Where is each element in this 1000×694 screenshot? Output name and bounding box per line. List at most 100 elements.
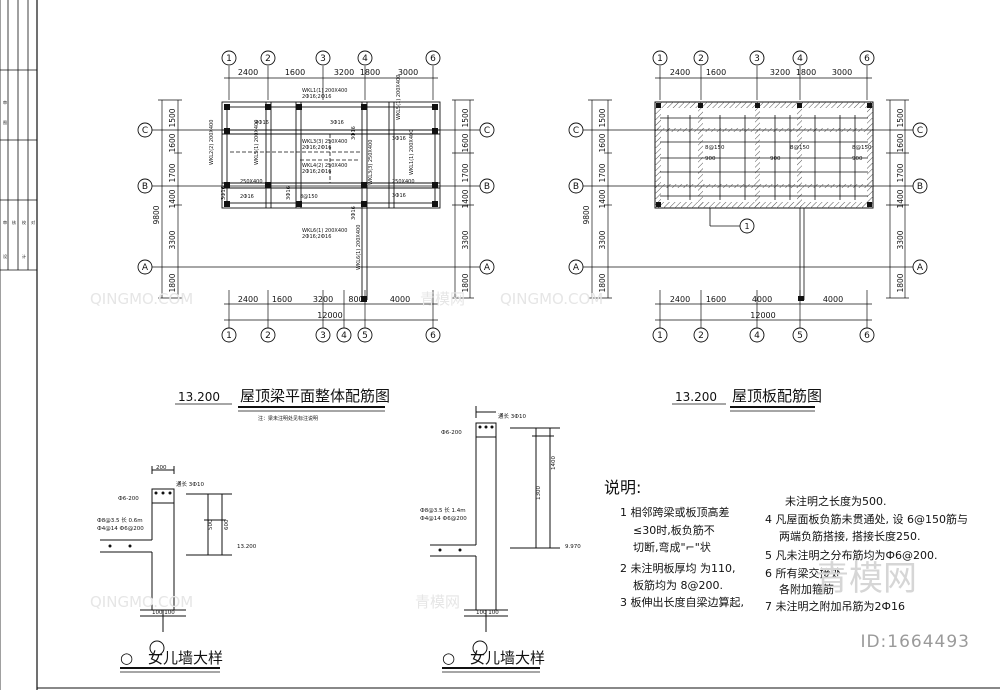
beam-label: WKL2(2) 200X400 (209, 120, 215, 165)
dim: 1600 (461, 133, 470, 152)
dim: 1600 (272, 295, 292, 304)
rebar-label: 900 (852, 156, 863, 162)
detail-dim: 100 100 (476, 610, 499, 616)
watermark: 青模网 (420, 290, 465, 308)
title-block-labels: 审 图 审 核 校 对 设 计 (3, 99, 35, 259)
note-line: 切断,弯成"⌐"状 (633, 540, 711, 554)
dim: 4000 (823, 295, 843, 304)
note-line: 2 未注明板厚均 为110, (620, 561, 735, 575)
axis-bubbles-top-2 (652, 50, 875, 66)
detail-dim: 100 100 (152, 610, 175, 616)
note-line: 7 未注明之附加吊筋为2Ф16 (765, 599, 905, 613)
dim: 1600 (168, 133, 177, 152)
axis-label: 1 (226, 54, 232, 64)
dim: 1400 (461, 189, 470, 208)
plan1-title-group: 13.200 屋顶梁平面整体配筋图 注：梁未注明处见标注说明 (175, 387, 390, 422)
detail-elev: 13.200 (237, 544, 257, 550)
beam-spec: 250X400 (392, 179, 415, 185)
rebar-label: 900 (705, 156, 716, 162)
axis-label: 4 (797, 54, 803, 64)
dim: 800 (348, 295, 363, 304)
parapet-detail-1: 200 Ф6-200 通长 3Ф10 Ф8@3.5 长 0.6m Ф4@14 Ф… (97, 465, 257, 673)
svg-text:○: ○ (120, 649, 133, 667)
dim: 2400 (238, 295, 258, 304)
dims-side-2: 1500 1600 1700 1400 3300 1800 9800 1500 … (582, 108, 905, 292)
note-line: 1 相邻跨梁或板顶高差 (620, 505, 730, 519)
axis-label: 5 (797, 331, 803, 341)
dims-side: 1500 1600 1700 1400 3300 1800 9800 1500 … (152, 108, 470, 292)
beam-label: WKL6(1) 200X400 (356, 225, 362, 270)
detail1-title: 女儿墙大样 (148, 649, 223, 667)
dim: 9800 (152, 205, 161, 224)
detail-elev: 9.970 (565, 544, 581, 550)
axis-label: 6 (864, 54, 870, 64)
rebar-label: 8@150 (852, 145, 872, 151)
dim: 1600 (706, 68, 726, 77)
beam-annotations: WKL1(1) 200X400 2Ф16;2Ф16 WKL3(3) 250X40… (209, 75, 415, 270)
rebar-label: 8@150 (790, 145, 810, 151)
dim: 1500 (598, 108, 607, 127)
beam-spec: 2Ф16;2Ф16 (302, 94, 331, 100)
dim: 3200 (334, 68, 354, 77)
axis-label: 2 (698, 331, 704, 341)
beam-spec: 4Ф16 (255, 120, 269, 126)
beam-spec: 3Ф16 (351, 126, 357, 140)
note-line: 两端负筋搭接, 搭接长度250. (779, 529, 921, 543)
svg-text:○: ○ (442, 649, 455, 667)
side-label: 核 (12, 219, 16, 225)
axis-label: A (484, 263, 491, 273)
dashed-members (230, 134, 360, 183)
axis-label: 6 (430, 54, 436, 64)
axis-labels-top: 1 2 3 4 6 (226, 54, 436, 64)
dim: 3300 (168, 230, 177, 249)
note-line: 未注明之长度为500. (785, 494, 887, 508)
dim: 2400 (670, 68, 690, 77)
plan2-title-group: 13.200 屋顶板配筋图 (672, 387, 822, 412)
beam-spec: 3Ф16 (351, 206, 357, 220)
dim-line-bottom (224, 290, 438, 328)
watermark: QINGMO.COM (90, 290, 193, 308)
note-line: 4 凡屋面板负筋未贯通处, 设 6@150筋与 (765, 512, 968, 526)
note-line: 6 所有梁交接处 (765, 566, 842, 580)
plan1-note: 注：梁未注明处见标注说明 (258, 415, 318, 422)
dim: 1800 (796, 68, 816, 77)
note-line: 板筋均为 8@200. (633, 578, 723, 592)
axis-bubbles-top (221, 50, 441, 66)
side-label: 对 (31, 219, 35, 225)
dim: 1700 (896, 163, 905, 182)
beam-spec: 3Ф16 (392, 136, 406, 142)
beam-spec: 2Ф16;2Ф16 (302, 234, 331, 240)
beam-label: WKL3(3) 250X400 (302, 139, 347, 145)
beam-label: WKL5(1) 200X400 (396, 75, 402, 120)
side-label: 审 (3, 219, 7, 225)
axis-label: 4 (362, 54, 368, 64)
dim: 1600 (598, 133, 607, 152)
dim: 1800 (598, 273, 607, 292)
beam-plan: 1 2 3 4 6 2400 1600 3200 1800 3000 C B (137, 50, 495, 422)
dim: 4000 (752, 295, 772, 304)
dim: 3000 (832, 68, 852, 77)
dim: 1400 (598, 189, 607, 208)
beam-label: WKL5(1) 200X400 (254, 120, 260, 165)
dim: 1600 (896, 133, 905, 152)
axis-labels-bottom-2: 1 2 4 5 6 (657, 331, 870, 341)
dim: 1700 (461, 163, 470, 182)
side-label: 计 (22, 253, 26, 259)
axis-label: 2 (698, 54, 704, 64)
slab-annotations: 8@150 900 8@150 900 8@150 900 (705, 145, 872, 162)
detail-bar: 通长 3Ф10 (176, 480, 204, 488)
axis-labels-bottom: 1 2 3 4 5 6 (226, 331, 436, 341)
detail-dim: 600 (224, 519, 230, 530)
dim: 1500 (461, 108, 470, 127)
axis-label: A (573, 263, 580, 273)
beam-label: WKL3(3) 250X400 (368, 140, 374, 185)
detail-dim: 1300 (536, 486, 542, 500)
dims-bottom-2: 2400 1600 4000 4000 12000 (670, 295, 843, 320)
axis-label: A (917, 263, 924, 273)
row-labels: C B A C B A (142, 126, 491, 273)
axis-label: C (917, 126, 923, 136)
dim: 1800 (168, 273, 177, 292)
watermarks: QINGMO.COM 青模网 QINGMO.COM 青模网 QINGMO.COM… (90, 290, 917, 611)
dim: 1800 (360, 68, 380, 77)
